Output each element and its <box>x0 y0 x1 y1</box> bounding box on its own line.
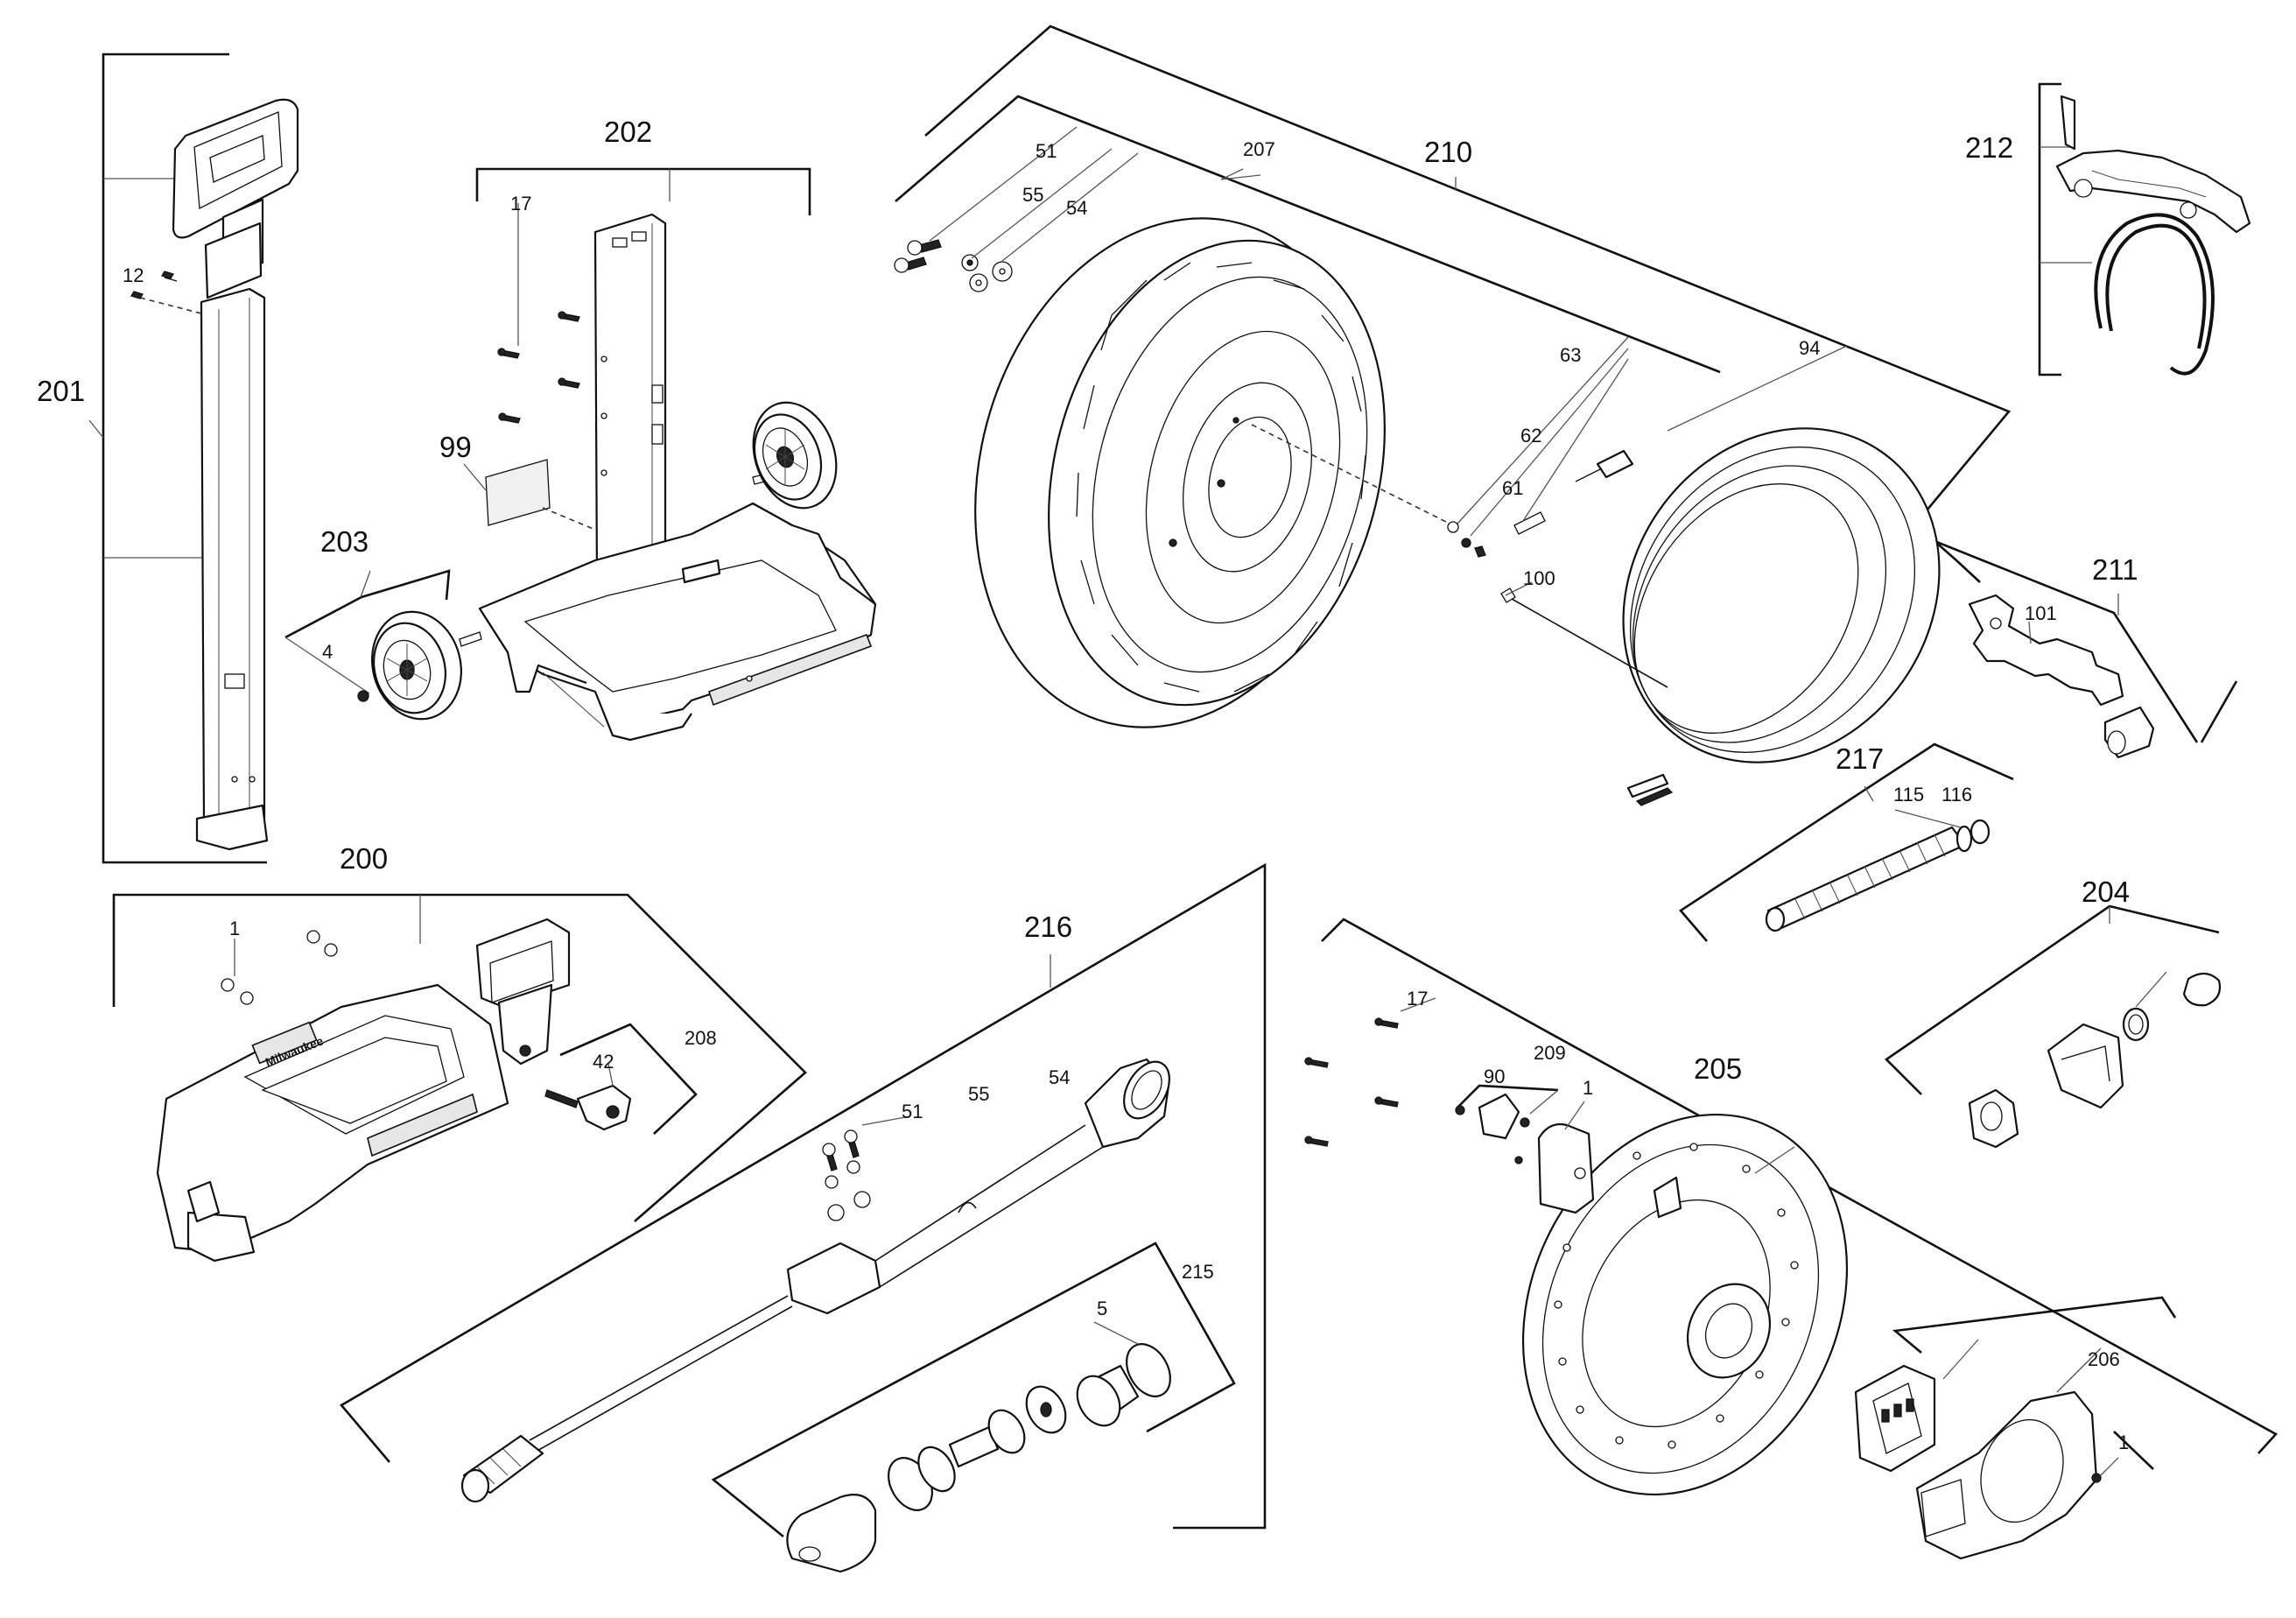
label-116: 116 <box>1941 784 1972 805</box>
label-55-drum: 55 <box>1022 184 1043 206</box>
label-62: 62 <box>1520 425 1541 447</box>
housing-200: Milwaukee <box>156 918 632 1263</box>
label-205: 205 <box>1694 1052 1742 1085</box>
mount-206 <box>1854 1339 2119 1560</box>
label-54-probe: 54 <box>1049 1066 1070 1088</box>
label-203: 203 <box>320 525 369 558</box>
label-55-probe: 55 <box>968 1083 989 1105</box>
label-17-frame: 17 <box>510 193 531 215</box>
label-210: 210 <box>1424 136 1472 168</box>
label-215: 215 <box>1182 1261 1214 1283</box>
label-61: 61 <box>1502 477 1523 499</box>
part-labels: 12 17 4 51 55 54 207 63 62 61 94 100 101… <box>123 138 2129 1453</box>
label-12: 12 <box>123 264 144 286</box>
label-208: 208 <box>685 1027 717 1049</box>
cart-frame-202 <box>459 203 877 742</box>
coupling-parts-204 <box>1968 971 2222 1149</box>
label-1-plate: 1 <box>1583 1077 1593 1099</box>
assembly-labels: 201 202 203 99 210 212 211 217 200 216 2… <box>37 116 2138 1370</box>
label-54-drum: 54 <box>1066 197 1087 219</box>
label-94: 94 <box>1799 337 1820 359</box>
label-212: 212 <box>1965 131 2013 164</box>
label-209: 209 <box>1534 1042 1566 1064</box>
label-4: 4 <box>322 641 333 663</box>
label-42: 42 <box>593 1051 614 1073</box>
clamp-212 <box>2055 95 2251 376</box>
label-51-probe: 51 <box>902 1101 923 1122</box>
label-1-mount: 1 <box>2118 1432 2129 1453</box>
label-90: 90 <box>1484 1066 1505 1087</box>
label-99: 99 <box>439 431 472 463</box>
label-5: 5 <box>1097 1298 1107 1319</box>
label-202: 202 <box>604 116 652 148</box>
label-1-housing: 1 <box>229 918 240 939</box>
label-115: 115 <box>1893 784 1924 805</box>
label-216: 216 <box>1024 911 1072 943</box>
label-101: 101 <box>2025 602 2057 624</box>
label-204: 204 <box>2082 876 2130 908</box>
label-17-plate: 17 <box>1407 988 1428 1009</box>
label-217: 217 <box>1836 742 1884 775</box>
label-211: 211 <box>2092 553 2138 586</box>
wrench-211 <box>1968 594 2155 759</box>
label-100: 100 <box>1523 567 1555 589</box>
label-63: 63 <box>1560 344 1581 366</box>
drum-210 <box>894 126 1941 806</box>
label-51-drum: 51 <box>1036 140 1057 162</box>
gear-plate-205 <box>1304 997 1849 1496</box>
label-206: 206 <box>2088 1348 2120 1370</box>
wheel-203 <box>357 610 462 721</box>
label-201: 201 <box>37 375 85 407</box>
handle-assembly-201 <box>130 98 299 851</box>
label-200: 200 <box>340 842 388 875</box>
nose-parts-215 <box>786 1321 1171 1573</box>
cable-coil-94 <box>1575 345 1941 806</box>
label-207: 207 <box>1243 138 1275 160</box>
spring-217 <box>1765 809 1991 932</box>
probe-cable-216 <box>460 1058 1170 1503</box>
